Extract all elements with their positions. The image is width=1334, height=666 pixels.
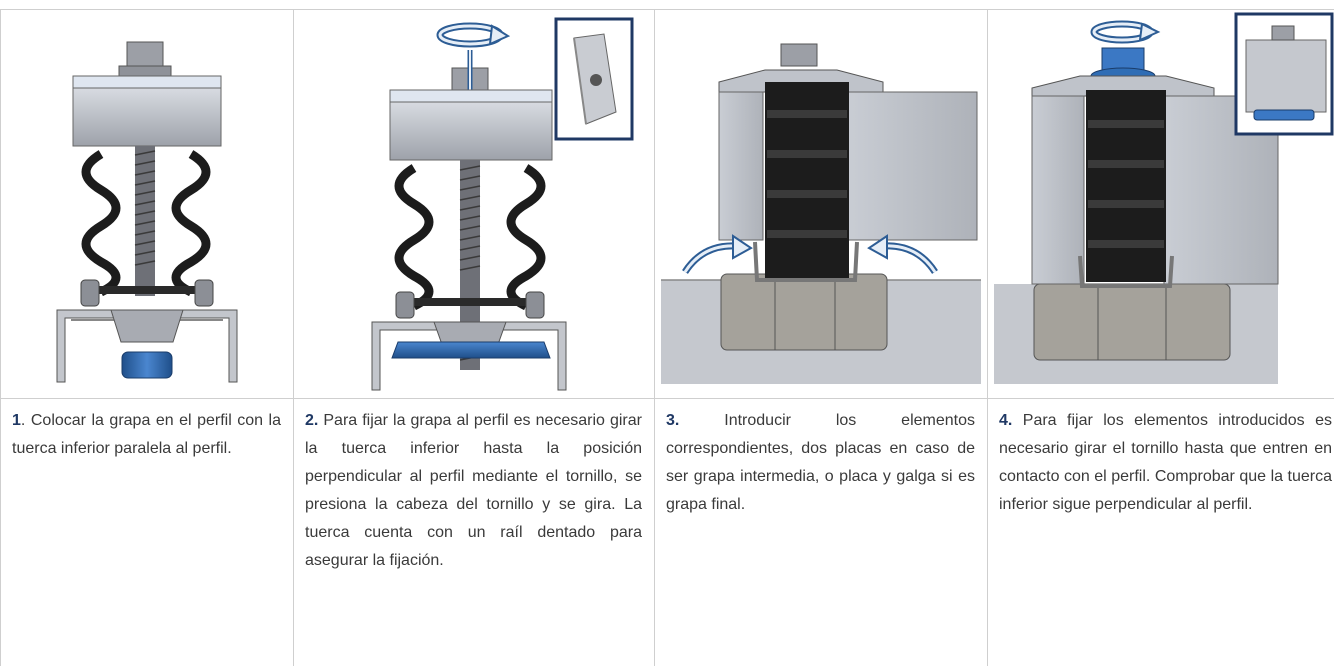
step-text: Para fijar los elementos introducidos es… [999, 412, 1332, 513]
step-separator: . [20, 412, 31, 429]
step-text: Colocar la grapa en el perfil con la tue… [12, 412, 282, 457]
step-4-image [988, 10, 1334, 397]
step-number: 2. [305, 412, 319, 429]
grid-line [0, 9, 1, 666]
grid-line [0, 9, 1334, 10]
step-3-description: 3. Introducir los elementos correspondie… [655, 399, 987, 666]
step-separator [1012, 412, 1022, 429]
grid-line [0, 398, 1334, 399]
step-4-description: 4. Para fijar los elementos introducidos… [988, 399, 1334, 666]
step-1-description: 1. Colocar la grapa en el perfil con la … [1, 399, 293, 666]
step-3-image [655, 10, 987, 397]
step-2-image [294, 10, 654, 397]
step-1-image [1, 10, 293, 397]
grid-line [654, 9, 655, 666]
step-text: Para fijar la grapa al perfil es necesar… [305, 412, 642, 569]
instruction-table: 1. Colocar la grapa en el perfil con la … [0, 9, 1334, 666]
step-number: 3. [666, 412, 680, 429]
grid-line [293, 9, 294, 666]
step-number: 1 [12, 412, 21, 429]
step-text: Introducir los elementos correspondiente… [666, 412, 976, 513]
step-2-description: 2. Para fijar la grapa al perfil es nece… [294, 399, 654, 666]
step-separator [679, 412, 724, 429]
step-number: 4. [999, 412, 1013, 429]
grid-line [987, 9, 988, 666]
